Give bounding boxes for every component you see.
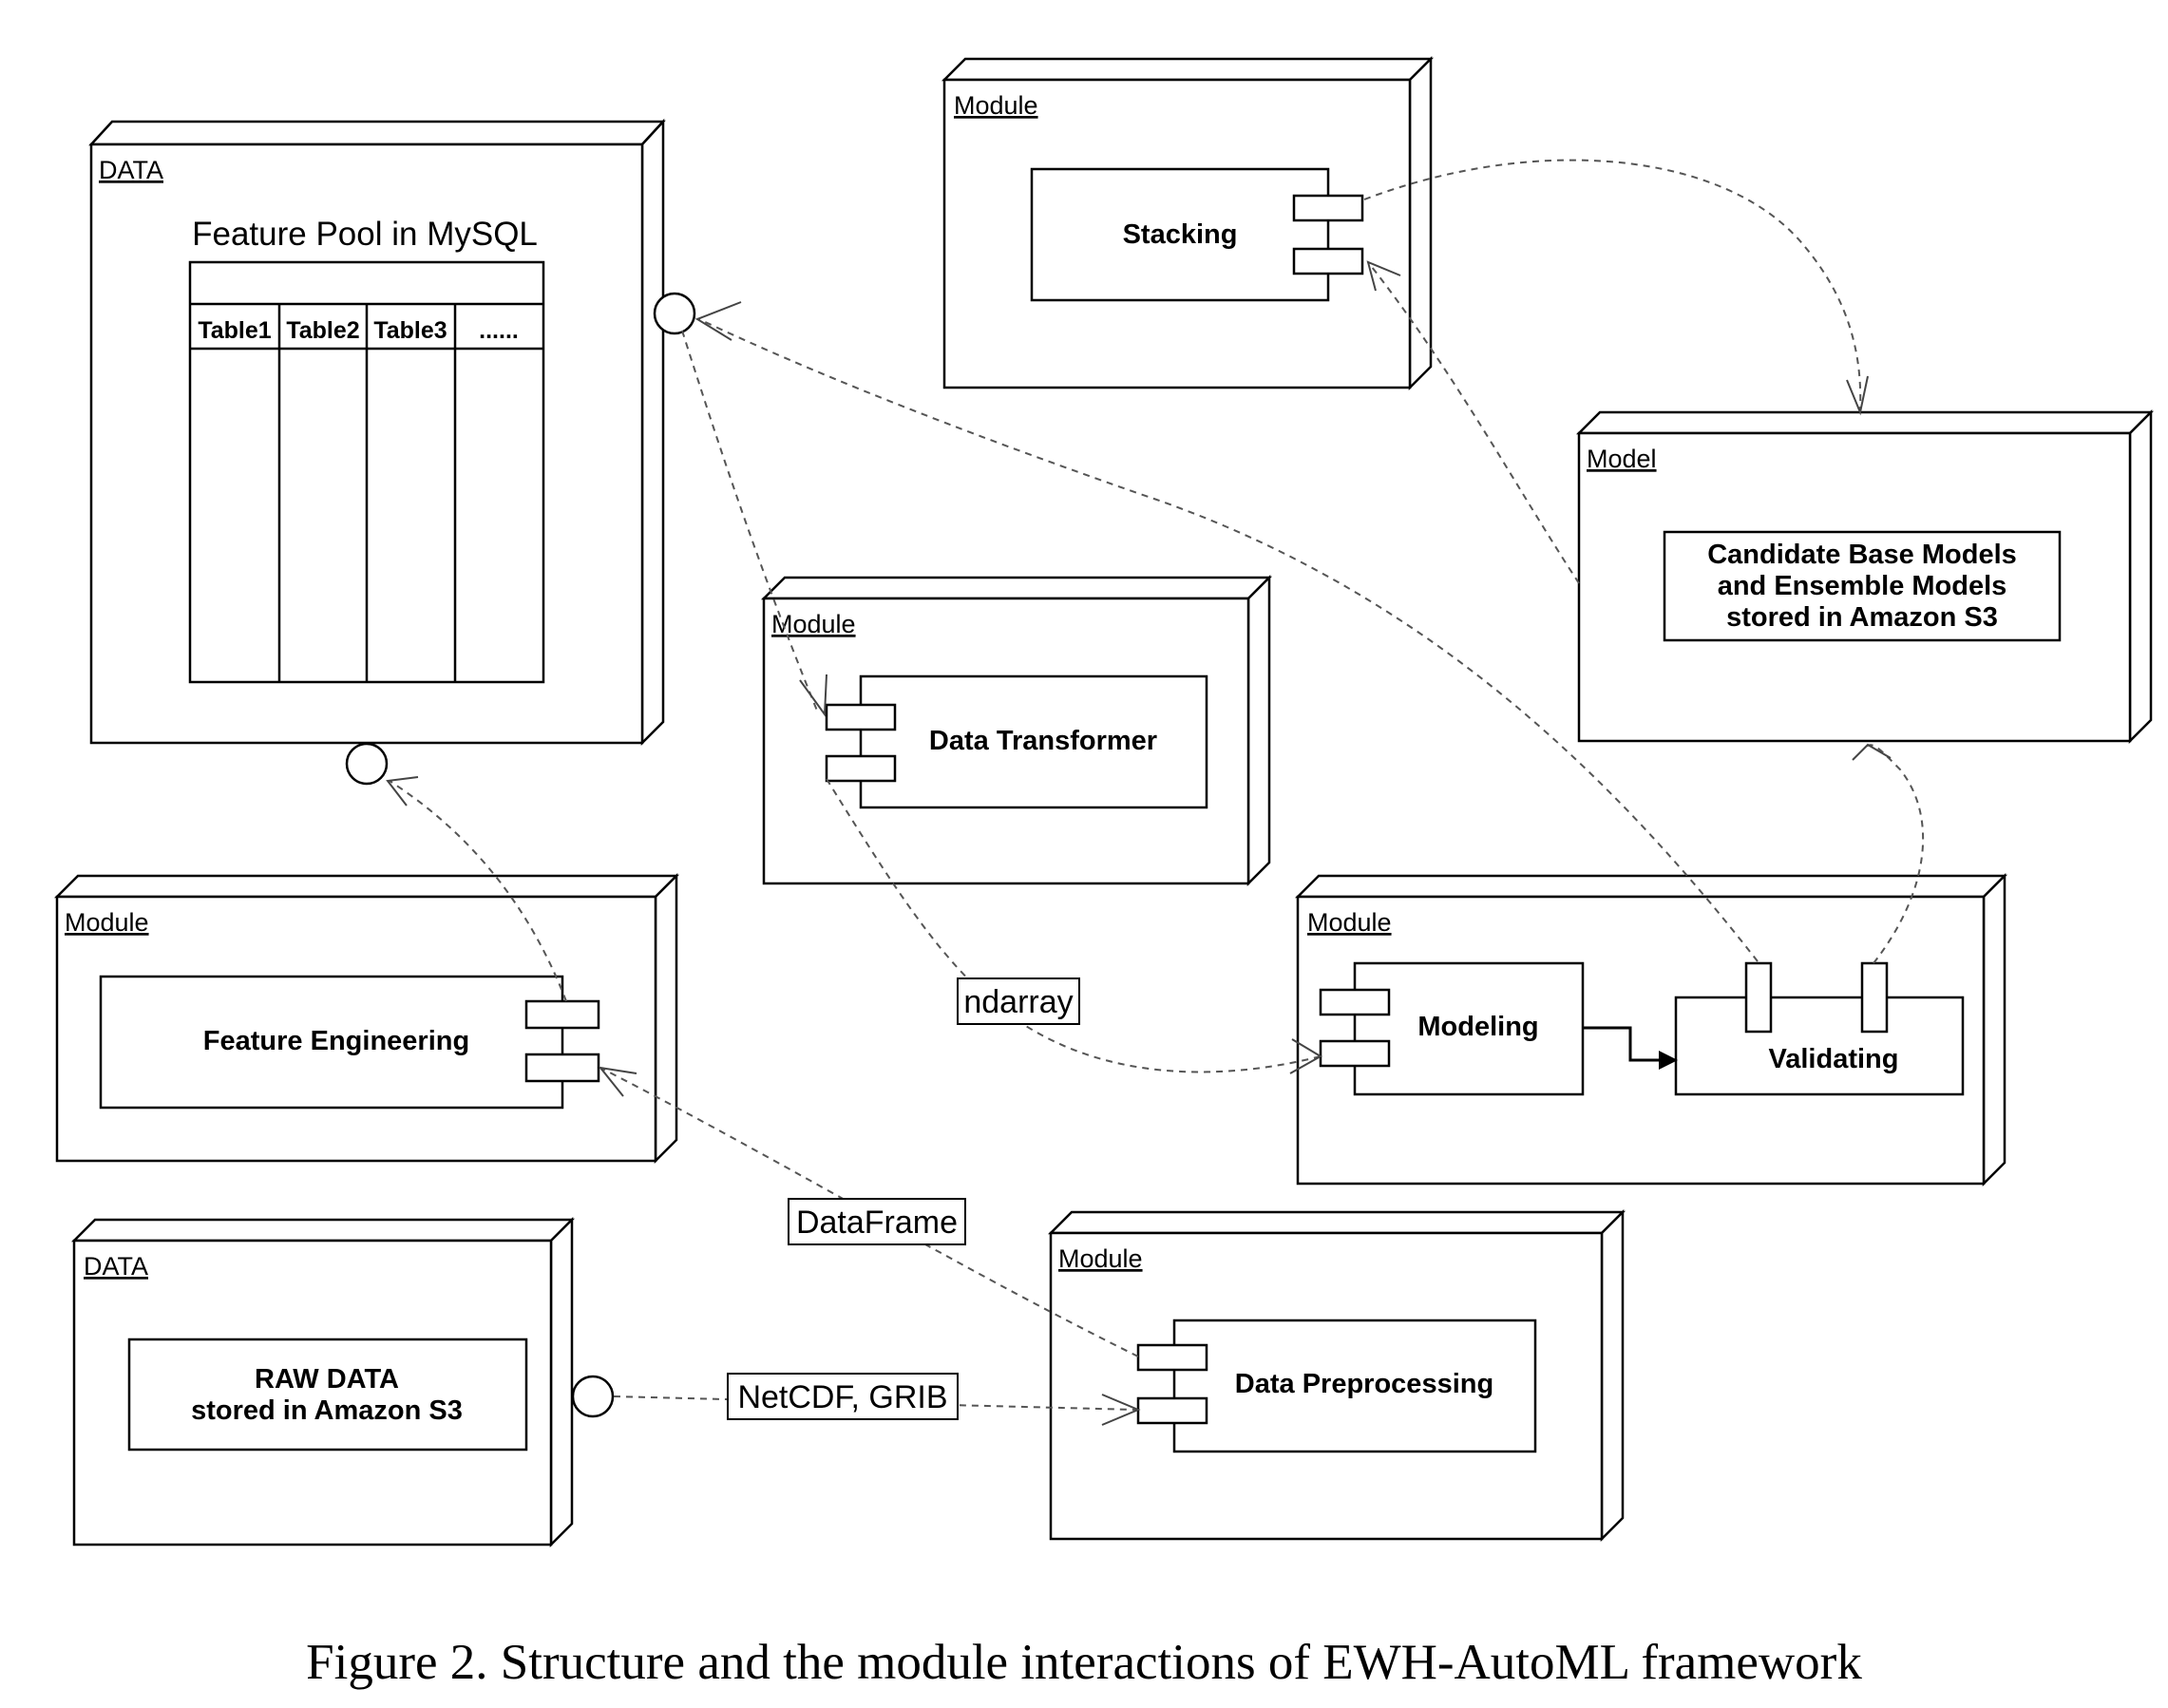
transformer-port-bottom — [825, 754, 897, 783]
stacking-module-stereotype: Module — [954, 91, 1038, 120]
raw-data-line2: stored in Amazon S3 — [191, 1395, 463, 1426]
modeling-port-top — [1319, 988, 1391, 1016]
dataframe-label: DataFrame — [788, 1198, 966, 1245]
feature-pool-node: DATA Feature Pool in MySQL Table1 Table2… — [88, 118, 666, 747]
model-store-node: Model Candidate Base Models and Ensemble… — [1575, 408, 2155, 745]
table-header-1: Table1 — [198, 317, 271, 344]
candidate-models-component — [1663, 530, 2062, 642]
candidate-models-line1: Candidate Base Models — [1707, 540, 2017, 570]
netcdf-label: NetCDF, GRIB — [727, 1373, 959, 1420]
table-header-3: Table3 — [373, 317, 447, 344]
validating-to-model-link — [1865, 744, 1925, 964]
preprocessing-to-feature-eng-arrowhead — [598, 1066, 637, 1097]
transformer-port-top — [825, 703, 897, 731]
preprocessing-label: Data Preprocessing — [1235, 1369, 1493, 1399]
preprocessing-port-bottom — [1136, 1396, 1208, 1425]
modeling-to-validating-arrow — [1583, 1026, 1670, 1062]
stacking-port-top — [1292, 194, 1364, 222]
preprocessing-to-feature-eng-link — [599, 1067, 1139, 1357]
pool-to-transformer-arrowhead — [799, 674, 827, 717]
model-store-stereotype: Model — [1587, 445, 1657, 473]
candidate-models-line2: and Ensemble Models — [1718, 571, 2007, 601]
stacking-label: Stacking — [1123, 219, 1238, 250]
feature-pool-table: Table1 Table2 Table3 ...... — [188, 260, 545, 684]
validating-to-pool-link — [698, 318, 1759, 962]
table-header-4: ...... — [479, 317, 519, 344]
modeling-port-bottom — [1319, 1039, 1391, 1068]
feature-eng-to-pool-arrowhead — [386, 776, 419, 807]
validating-label: Validating — [1769, 1044, 1899, 1074]
candidate-models-line3: stored in Amazon S3 — [1726, 602, 1998, 633]
stacking-module-node: Module Stacking — [941, 55, 1435, 391]
transformer-label: Data Transformer — [929, 726, 1157, 756]
feature-pool-interface-bottom — [345, 742, 389, 786]
preprocessing-component — [1172, 1319, 1537, 1453]
transformer-component — [859, 674, 1208, 809]
preprocessing-port-top — [1136, 1343, 1208, 1372]
netcdf-label-text: NetCDF, GRIB — [737, 1379, 947, 1415]
transformer-module-stereotype: Module — [771, 610, 856, 638]
transformer-module-node: Module Data Transformer — [760, 574, 1273, 887]
feature-pool-title: Feature Pool in MySQL — [192, 216, 538, 253]
preprocessing-module-node: Module Data Preprocessing — [1047, 1208, 1626, 1543]
feature-engineering-port-bottom — [524, 1053, 600, 1083]
modeling-module-node: Module Modeling Validating — [1294, 872, 2008, 1187]
validating-port-right — [1860, 961, 1889, 1034]
feature-engineering-port-top — [524, 999, 600, 1030]
feature-engineering-module-node: Module Feature Engineering — [53, 872, 680, 1165]
validating-to-model-arrowhead — [1852, 743, 1892, 761]
preprocessing-module-stereotype: Module — [1058, 1244, 1143, 1273]
feature-pool-interface-right — [653, 292, 696, 335]
ndarray-label: ndarray — [957, 977, 1080, 1025]
feature-eng-to-pool-link — [389, 780, 567, 1002]
figure-caption: Figure 2. Structure and the module inter… — [306, 1635, 1862, 1690]
raw-data-interface — [571, 1375, 615, 1418]
modeling-module-stereotype: Module — [1307, 908, 1392, 937]
transformer-to-modeling-arrowhead — [1289, 1038, 1322, 1074]
ndarray-label-text: ndarray — [963, 984, 1073, 1020]
feature-engineering-component — [99, 975, 564, 1110]
modeling-to-validating-arrowhead — [1659, 1051, 1678, 1070]
raw-data-line1: RAW DATA — [255, 1364, 399, 1395]
pool-to-transformer-link — [681, 330, 818, 712]
stacking-to-model-link — [1363, 159, 1862, 411]
feature-pool-stereotype: DATA — [99, 156, 163, 184]
stacking-to-model-arrowhead — [1846, 375, 1869, 416]
validating-to-pool-arrowhead — [694, 301, 742, 341]
raw-data-stereotype: DATA — [84, 1252, 148, 1281]
stacking-port-bottom — [1292, 247, 1364, 275]
dataframe-label-text: DataFrame — [796, 1205, 958, 1241]
feature-engineering-label: Feature Engineering — [203, 1026, 469, 1056]
raw-data-node: DATA RAW DATA stored in Amazon S3 — [70, 1216, 576, 1548]
validating-component — [1674, 996, 1965, 1096]
validating-port-left — [1744, 961, 1773, 1034]
modeling-label: Modeling — [1417, 1012, 1538, 1042]
raw-data-component — [127, 1338, 528, 1452]
stacking-component — [1030, 167, 1330, 302]
feature-engineering-stereotype: Module — [65, 908, 149, 937]
table-header-2: Table2 — [286, 317, 359, 344]
raw-to-preprocessing-arrowhead — [1101, 1394, 1141, 1426]
model-to-stacking-arrowhead — [1366, 260, 1401, 292]
